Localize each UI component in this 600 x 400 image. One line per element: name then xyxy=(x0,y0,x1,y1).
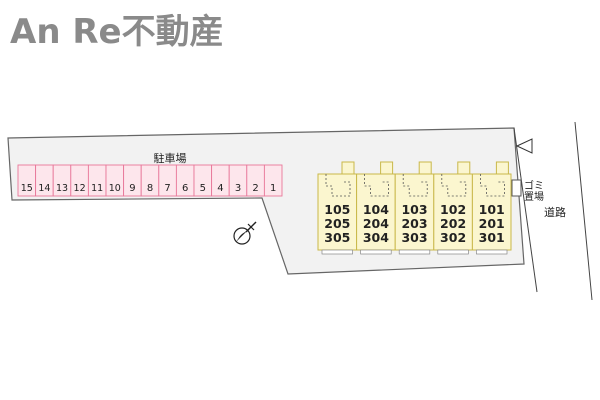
unit-number: 201 xyxy=(479,216,505,231)
unit-number: 204 xyxy=(363,216,389,231)
garbage-label-line1: ゴミ xyxy=(524,179,544,192)
road-label: 道路 xyxy=(544,205,566,219)
apartment-unit xyxy=(356,173,396,251)
unit-number: 203 xyxy=(401,216,427,231)
parking-space-number: 14 xyxy=(38,183,50,194)
parking-space-number: 10 xyxy=(109,183,121,194)
unit-number: 305 xyxy=(324,230,350,245)
north-compass-icon xyxy=(233,221,257,245)
brand-logo: An Re不動産 xyxy=(10,12,224,52)
road-edge-left xyxy=(513,127,538,293)
unit-number: 302 xyxy=(440,230,466,245)
unit-number: 303 xyxy=(401,230,427,245)
parking-space-number: 6 xyxy=(182,183,188,194)
unit-interior-outline xyxy=(480,174,505,197)
unit-number: 102 xyxy=(440,202,466,217)
parking-space-number: 9 xyxy=(129,183,135,194)
unit-interior-outline xyxy=(325,174,351,197)
garbage-area-box xyxy=(511,179,522,197)
unit-number: 101 xyxy=(479,202,505,217)
apartment-unit xyxy=(394,173,435,251)
unit-step xyxy=(360,249,392,255)
unit-number: 205 xyxy=(324,216,350,231)
road-edge-right xyxy=(574,121,593,301)
parking-space-number: 3 xyxy=(235,183,241,194)
unit-interior-outline xyxy=(402,174,428,197)
garbage-label-line2: 置場 xyxy=(524,190,544,203)
parking-space-number: 2 xyxy=(252,183,258,194)
parking-space-number: 13 xyxy=(56,183,68,194)
parking-space-number: 15 xyxy=(21,183,33,194)
parking-space xyxy=(263,164,283,197)
parking-space-number: 4 xyxy=(217,183,223,194)
apartment-unit xyxy=(471,173,512,251)
apartment-unit xyxy=(317,173,358,251)
unit-step xyxy=(476,249,508,255)
entrance-arrow-icon xyxy=(515,138,533,154)
unit-step xyxy=(437,249,469,255)
parking-space-number: 12 xyxy=(74,183,86,194)
unit-number: 103 xyxy=(401,202,427,217)
unit-interior-outline xyxy=(364,174,389,197)
parking-space-number: 8 xyxy=(147,183,153,194)
unit-number: 304 xyxy=(363,230,389,245)
unit-number: 104 xyxy=(363,202,389,217)
parking-space-number: 11 xyxy=(91,183,103,194)
unit-step xyxy=(321,249,353,255)
unit-step xyxy=(398,249,431,255)
unit-interior-outline xyxy=(441,174,467,197)
unit-number: 301 xyxy=(479,230,505,245)
unit-number: 202 xyxy=(440,216,466,231)
parking-space-number: 7 xyxy=(164,183,170,194)
unit-number: 105 xyxy=(324,202,350,217)
parking-space-number: 1 xyxy=(270,183,276,194)
parking-label: 駐車場 xyxy=(154,151,187,165)
parking-space-number: 5 xyxy=(200,183,206,194)
